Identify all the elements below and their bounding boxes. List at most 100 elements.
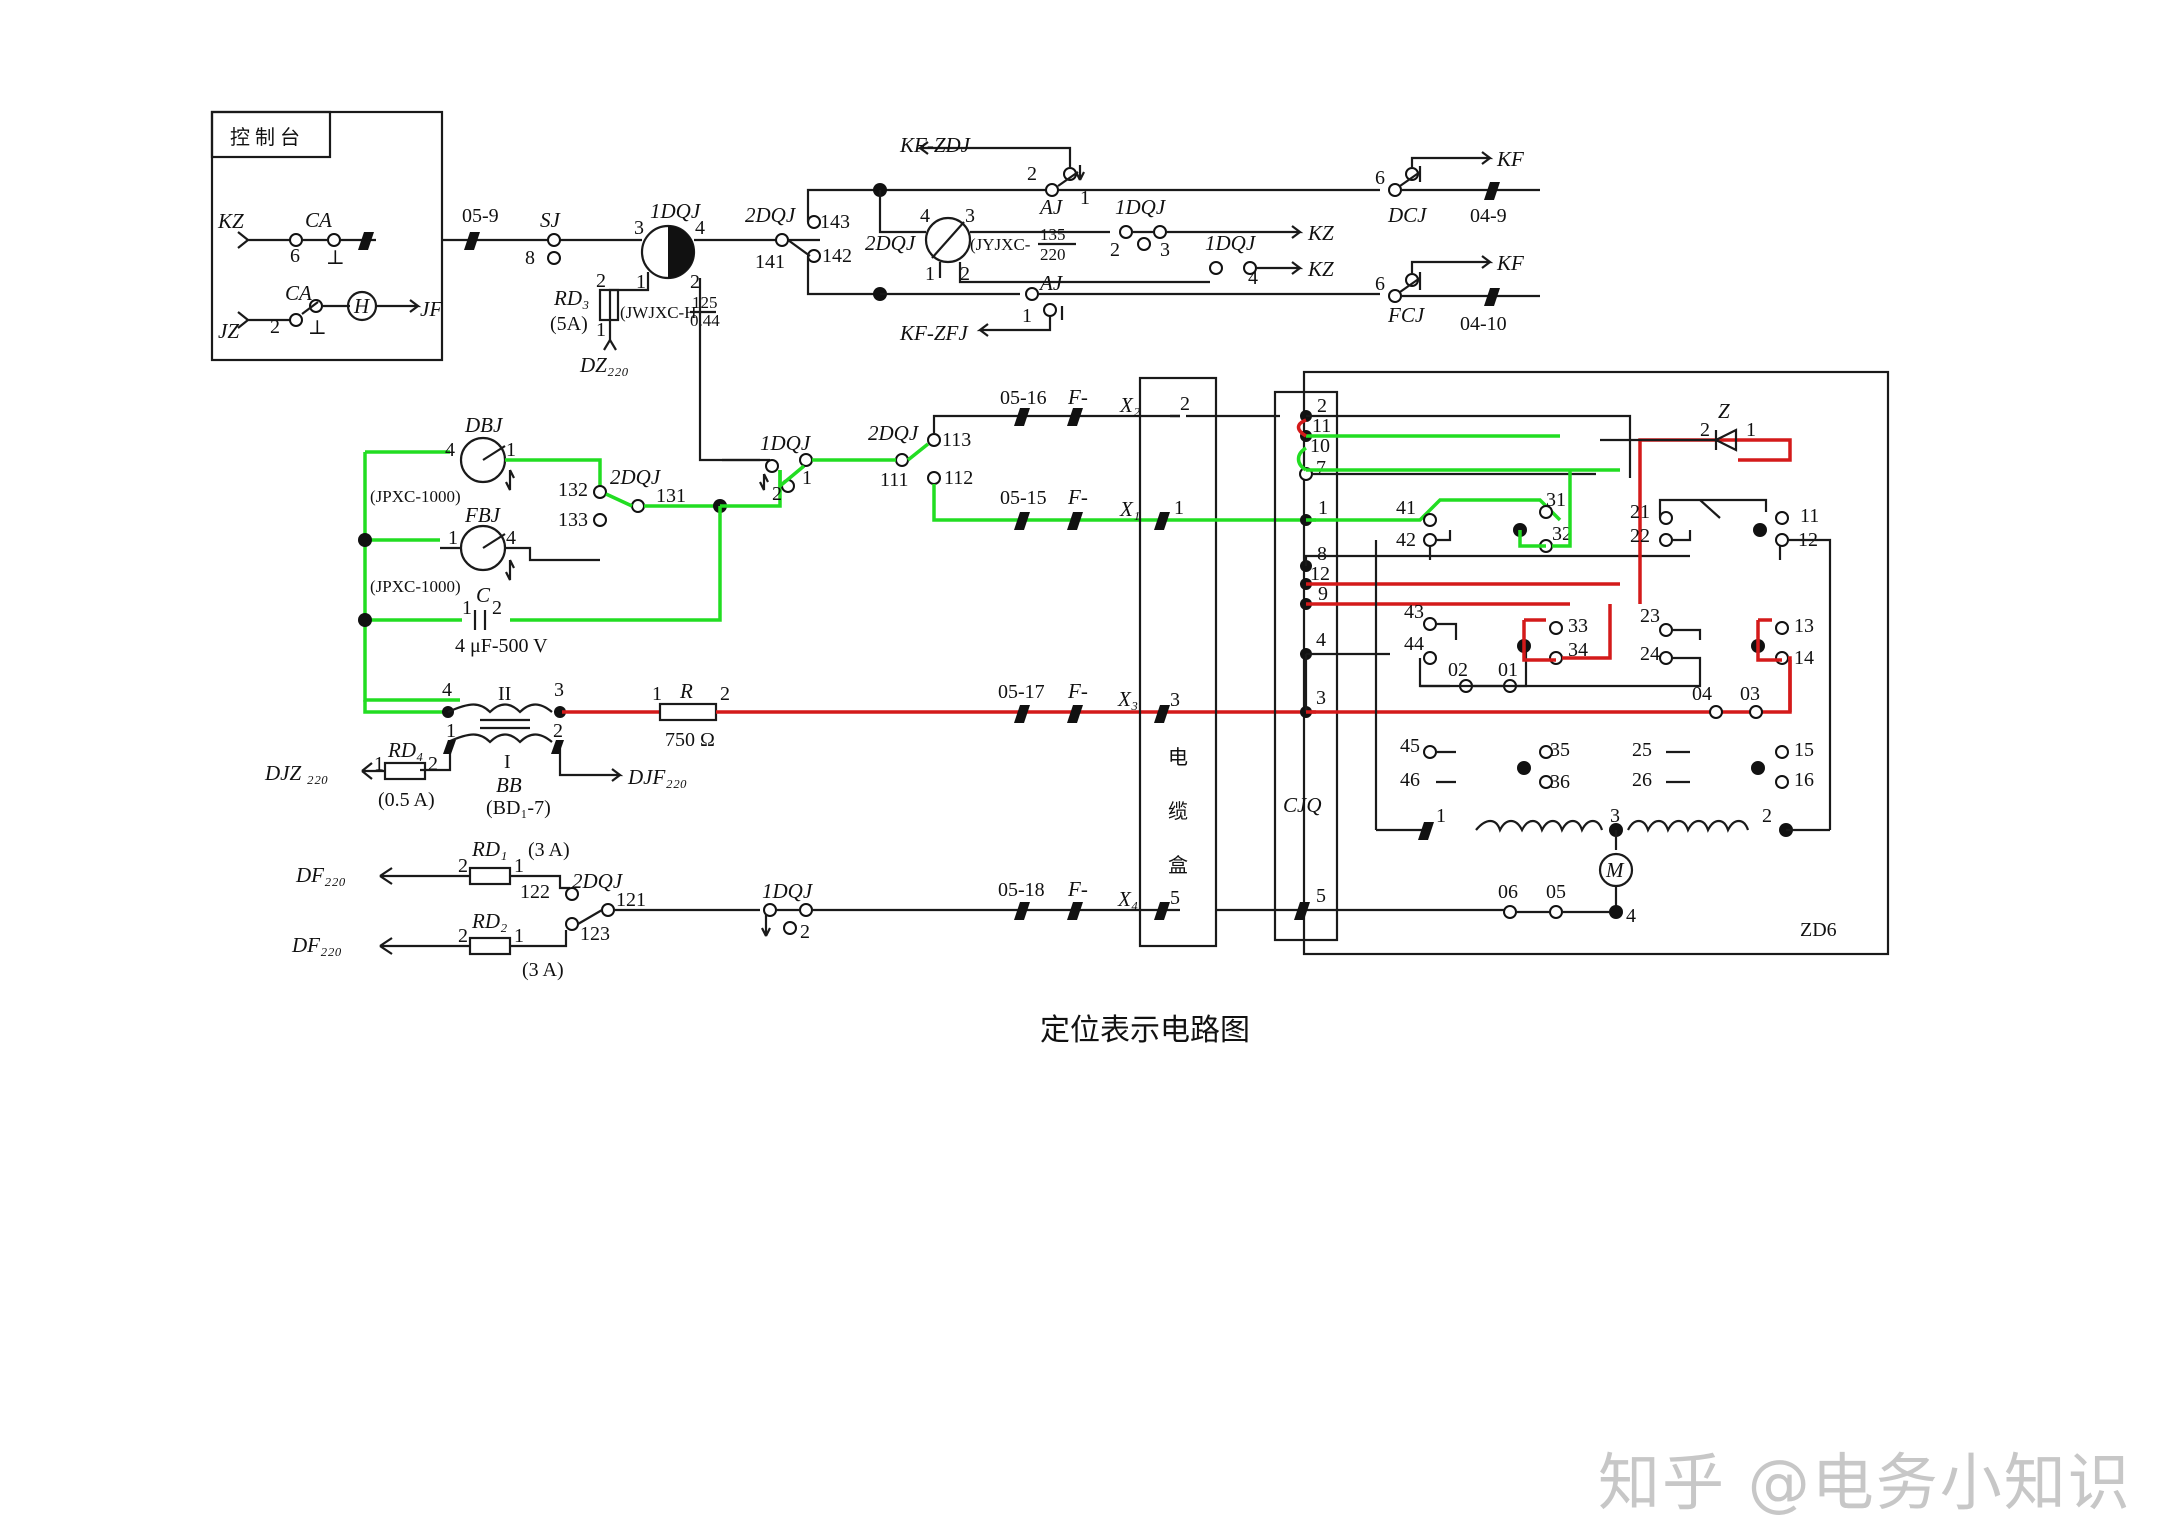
svg-text:2DQJ: 2DQJ bbox=[865, 231, 917, 255]
svg-text:5: 5 bbox=[1316, 885, 1326, 907]
svg-text:111: 111 bbox=[880, 469, 909, 491]
svg-text:1: 1 bbox=[462, 597, 472, 619]
svg-text:2: 2 bbox=[553, 720, 563, 742]
svg-text:35: 35 bbox=[1550, 739, 1570, 761]
svg-text:4 μF-500 V: 4 μF-500 V bbox=[455, 635, 548, 657]
svg-text:DCJ: DCJ bbox=[1387, 203, 1428, 227]
svg-text:06: 06 bbox=[1498, 881, 1518, 903]
svg-text:4: 4 bbox=[1248, 267, 1258, 289]
svg-text:42: 42 bbox=[1396, 529, 1416, 551]
svg-text:RD₃: RD₃ bbox=[553, 286, 589, 310]
svg-text:2: 2 bbox=[690, 271, 700, 293]
svg-text:2: 2 bbox=[458, 925, 468, 947]
svg-text:5: 5 bbox=[1170, 887, 1180, 909]
svg-text:2: 2 bbox=[1110, 239, 1120, 261]
svg-text:1: 1 bbox=[448, 527, 458, 549]
svg-text:122: 122 bbox=[520, 881, 550, 903]
svg-text:KF-ZDJ: KF-ZDJ bbox=[899, 133, 972, 157]
svg-text:46: 46 bbox=[1400, 769, 1420, 791]
svg-text:43: 43 bbox=[1404, 601, 1424, 623]
svg-text:电: 电 bbox=[1168, 746, 1188, 769]
svg-text:1DQJ: 1DQJ bbox=[1115, 195, 1167, 219]
svg-text:X₄: X₄ bbox=[1117, 887, 1138, 911]
svg-text:1DQJ: 1DQJ bbox=[1205, 231, 1257, 255]
svg-text:2: 2 bbox=[960, 263, 970, 285]
svg-text:2: 2 bbox=[1180, 393, 1190, 415]
svg-text:10: 10 bbox=[1310, 435, 1330, 457]
svg-text:KF-ZFJ: KF-ZFJ bbox=[899, 321, 969, 345]
svg-text:32: 32 bbox=[1552, 523, 1572, 545]
svg-text:05: 05 bbox=[1546, 881, 1566, 903]
svg-text:1: 1 bbox=[1318, 497, 1328, 519]
svg-text:1: 1 bbox=[514, 855, 524, 877]
svg-text:132: 132 bbox=[558, 479, 588, 501]
svg-text:04-10: 04-10 bbox=[1460, 313, 1507, 335]
transformer-section: 4 II 3 I BB (BD₁-7) 1 2 DJF₂₂₀ RD₄ 1 2 (… bbox=[264, 679, 1316, 819]
svg-text:X₂: X₂ bbox=[1119, 393, 1140, 417]
svg-text:DJZ ₂₂₀: DJZ ₂₂₀ bbox=[264, 761, 328, 785]
svg-text:22: 22 bbox=[1630, 525, 1650, 547]
svg-text:0.44: 0.44 bbox=[690, 311, 720, 330]
diagram-caption: 定位表示电路图 bbox=[1040, 1014, 1250, 1047]
svg-text:DBJ: DBJ bbox=[464, 413, 504, 437]
svg-text:02: 02 bbox=[1448, 659, 1468, 681]
svg-text:143: 143 bbox=[820, 211, 850, 233]
svg-text:1: 1 bbox=[802, 467, 812, 489]
svg-text:(3 A): (3 A) bbox=[528, 839, 570, 861]
svg-text:1DQJ: 1DQJ bbox=[650, 199, 702, 223]
svg-text:KZ: KZ bbox=[1307, 221, 1334, 245]
svg-text:2: 2 bbox=[458, 855, 468, 877]
svg-text:112: 112 bbox=[944, 467, 973, 489]
svg-text:2DQJ: 2DQJ bbox=[745, 203, 797, 227]
svg-text:6: 6 bbox=[290, 245, 300, 267]
svg-text:03: 03 bbox=[1740, 683, 1760, 705]
svg-text:41: 41 bbox=[1396, 497, 1416, 519]
svg-text:123: 123 bbox=[580, 923, 610, 945]
df-supply-section: DF₂₂₀ RD₁ 2 1 (3 A) 122 2DQJ 121 123 DF₂… bbox=[291, 837, 1180, 981]
svg-text:1: 1 bbox=[1436, 805, 1446, 827]
cable-box: 2 1 3 5 电 缆 盒 bbox=[1138, 376, 1316, 948]
svg-text:F-: F- bbox=[1067, 679, 1088, 703]
zd6-machine: CJQ ZD6 2 11 10 7 1 8 12 9 4 3 5 Z 2 1 bbox=[1273, 370, 1890, 956]
svg-text:8: 8 bbox=[1317, 543, 1327, 565]
svg-text:(BD₁-7): (BD₁-7) bbox=[486, 797, 551, 819]
svg-text:05-18: 05-18 bbox=[998, 879, 1045, 901]
svg-text:133: 133 bbox=[558, 509, 588, 531]
svg-text:05-17: 05-17 bbox=[998, 681, 1045, 703]
svg-text:4: 4 bbox=[442, 679, 452, 701]
svg-text:125: 125 bbox=[692, 293, 718, 312]
svg-text:JZ: JZ bbox=[218, 319, 239, 343]
svg-text:(0.5 A): (0.5 A) bbox=[378, 789, 435, 811]
svg-text:⊥: ⊥ bbox=[308, 317, 327, 339]
svg-text:KZ: KZ bbox=[217, 209, 244, 233]
svg-text:⊥: ⊥ bbox=[326, 247, 345, 269]
svg-text:26: 26 bbox=[1632, 769, 1652, 791]
svg-text:II: II bbox=[498, 683, 511, 705]
svg-text:RD₂: RD₂ bbox=[471, 909, 507, 933]
svg-text:11: 11 bbox=[1312, 415, 1331, 437]
watermark: 知乎 @电务小知识 bbox=[1598, 1446, 2132, 1519]
svg-text:1: 1 bbox=[374, 753, 384, 775]
svg-text:2DQJ: 2DQJ bbox=[610, 465, 662, 489]
svg-text:DZ₂₂₀: DZ₂₂₀ bbox=[579, 353, 629, 377]
svg-text:2: 2 bbox=[720, 683, 730, 705]
svg-text:7: 7 bbox=[1316, 457, 1326, 479]
svg-text:DJF₂₂₀: DJF₂₂₀ bbox=[627, 765, 687, 789]
svg-text:1DQJ: 1DQJ bbox=[760, 431, 812, 455]
svg-text:(JPXC-1000): (JPXC-1000) bbox=[370, 577, 461, 596]
svg-text:15: 15 bbox=[1794, 739, 1814, 761]
svg-text:750 Ω: 750 Ω bbox=[665, 729, 715, 751]
svg-text:131: 131 bbox=[656, 485, 686, 507]
svg-text:23: 23 bbox=[1640, 605, 1660, 627]
svg-text:36: 36 bbox=[1550, 771, 1570, 793]
svg-text:BB: BB bbox=[496, 773, 522, 797]
svg-text:2DQJ: 2DQJ bbox=[868, 421, 920, 445]
svg-text:CA: CA bbox=[285, 281, 312, 305]
svg-text:3: 3 bbox=[1610, 805, 1620, 827]
svg-text:C: C bbox=[476, 583, 491, 607]
svg-text:I: I bbox=[504, 751, 511, 773]
svg-text:2: 2 bbox=[1317, 395, 1327, 417]
svg-text:(5A): (5A) bbox=[550, 313, 588, 335]
svg-text:(JPXC-1000): (JPXC-1000) bbox=[370, 487, 461, 506]
